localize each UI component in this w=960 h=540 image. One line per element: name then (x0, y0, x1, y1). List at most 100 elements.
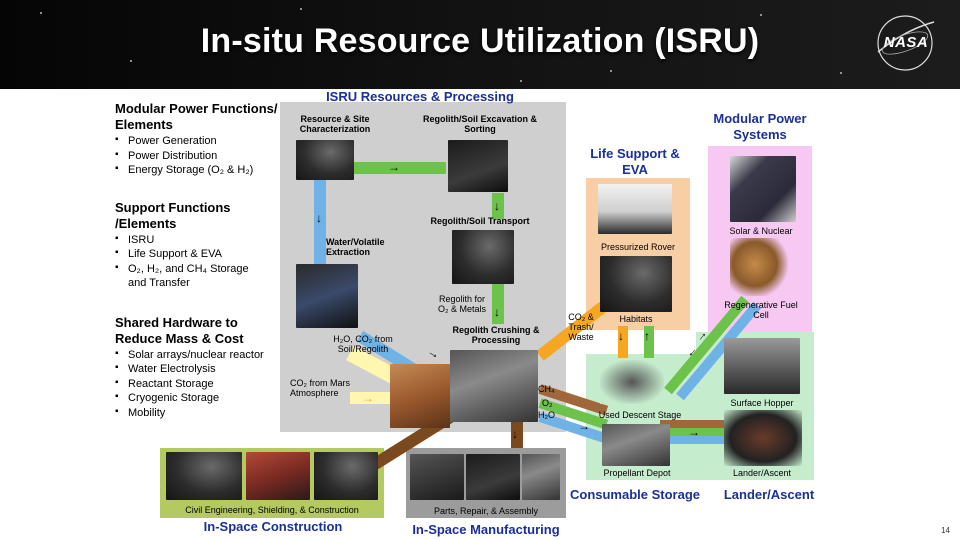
left-panel: Modular Power Functions/ Elements Power … (115, 101, 285, 420)
nasa-logo: NASA (872, 12, 938, 74)
list-item-continued: and Transfer (128, 277, 190, 289)
resource-site-image (296, 140, 354, 180)
arrow-down-icon: ↓ (618, 329, 624, 343)
solar-nuclear-label: Solar & Nuclear (729, 226, 793, 236)
list-item: Power Generation (115, 133, 285, 149)
flow-bar-blue (314, 180, 326, 264)
co2-mars-label: CO₂ from Mars Atmosphere (290, 378, 350, 398)
page-title: In-situ Resource Utilization (ISRU) (200, 22, 760, 60)
lander-ascent-image (724, 410, 802, 466)
flow-bar-green (352, 162, 446, 174)
solar-array-image (730, 156, 796, 222)
crushing-label: Regolith Crushing & Processing (452, 325, 540, 345)
star (760, 14, 762, 16)
star (520, 80, 522, 82)
list-item: ISRU (115, 232, 285, 248)
pressurized-rover-image (598, 184, 672, 234)
manufacturing-image-1 (410, 454, 464, 500)
water-extraction-label: Water/Volatile Extraction (326, 237, 385, 257)
mars-atmosphere-image (390, 364, 450, 428)
page-number: 14 (941, 526, 950, 535)
transport-image (452, 230, 514, 284)
descent-stage-label: Used Descent Stage (598, 410, 682, 420)
construction-caption: Civil Engineering, Shielding, & Construc… (185, 505, 359, 515)
support-heading: Support Functions /Elements (115, 199, 231, 231)
power-systems-heading: Modular Power Systems (713, 111, 807, 142)
construction-image-1 (166, 452, 242, 500)
star (130, 60, 132, 62)
arrow-down-icon: ↓ (494, 199, 500, 213)
flow-bar-green (492, 284, 504, 324)
habitats-image (600, 256, 672, 312)
habitats-label: Habitats (619, 314, 653, 324)
nasa-logo-text: NASA (883, 34, 929, 51)
list-item: Water Electrolysis (115, 361, 285, 377)
list-item: Cryogenic Storage (115, 390, 285, 406)
excavation-image (448, 140, 508, 192)
flow-bar-yellow (350, 392, 390, 404)
shared-list: Solar arrays/nuclear reactor Water Elect… (115, 347, 285, 421)
power-heading: Modular Power Functions/ Elements (115, 101, 278, 132)
flow-bar-brown (511, 420, 523, 448)
surface-hopper-image (724, 338, 800, 394)
descent-stage-image (600, 360, 664, 404)
star (840, 72, 842, 74)
construction-image-2 (246, 452, 310, 500)
flow-bar-green (644, 326, 654, 358)
arrow-right-icon: → (362, 391, 374, 405)
nasa-meatball-icon (877, 15, 935, 71)
list-item: O₂, H₂, and CH₄ Storage (115, 261, 285, 277)
arrow-right-icon: → (578, 419, 590, 433)
fuel-cell-image (730, 238, 792, 296)
h2o-co2-label: H₂O, CO₂ from Soil/Regolith (333, 334, 393, 354)
support-list: ISRU Life Support & EVA O₂, H₂, and CH₄ … (115, 232, 285, 291)
list-item: Life Support & EVA (115, 246, 285, 262)
transport-label: Regolith/Soil Transport (430, 216, 530, 226)
header-banner (0, 0, 960, 89)
lander-heading: Lander/Ascent (723, 487, 815, 502)
flow-bar-orange (618, 326, 628, 358)
crushing-image (450, 350, 538, 422)
surface-hopper-label: Surface Hopper (730, 398, 794, 408)
arrow-down-icon: ↓ (316, 211, 322, 225)
manufacturing-heading: In-Space Manufacturing (412, 522, 560, 537)
arrow-right-icon: → (388, 160, 400, 174)
propellant-depot-image (602, 424, 670, 466)
arrow-right-icon: → (688, 425, 700, 439)
arrow-down-icon: ↓ (494, 305, 500, 319)
list-item: Solar arrays/nuclear reactor (115, 347, 285, 363)
manufacturing-caption: Parts, Repair, & Assembly (433, 506, 539, 516)
life-support-heading: Life Support & EVA (590, 146, 680, 177)
isru-heading: ISRU Resources & Processing (326, 89, 514, 104)
flow-bar-brown (660, 420, 726, 428)
fuel-cell-label: Regenerative Fuel Cell (724, 300, 798, 320)
construction-image-3 (314, 452, 378, 500)
excavation-label: Regolith/Soil Excavation & Sorting (422, 114, 538, 134)
manufacturing-image-3 (522, 454, 560, 500)
list-item: Mobility (115, 405, 285, 421)
power-list: Power Generation Power Distribution Ener… (115, 133, 285, 178)
shared-heading: Shared Hardware to Reduce Mass & Cost (115, 314, 244, 346)
resource-site-label: Resource & Site Characterization (299, 114, 371, 134)
list-item: Reactant Storage (115, 376, 285, 392)
propellant-depot-label: Propellant Depot (603, 468, 671, 478)
list-item: Energy Storage (O₂ & H₂) (115, 162, 285, 178)
lander-ascent-label: Lander/Ascent (732, 468, 792, 478)
list-item: Power Distribution (115, 148, 285, 164)
flow-bar-blue (660, 436, 726, 444)
pressurized-rover-label: Pressurized Rover (600, 242, 676, 252)
arrow-down-icon: ↓ (512, 427, 518, 441)
construction-heading: In-Space Construction (203, 519, 343, 534)
ch4-label: CH₄ (538, 384, 555, 394)
flow-bar-green (660, 428, 726, 436)
flow-bar-green (492, 193, 504, 219)
arrow-up-icon: ↑ (644, 329, 650, 343)
consumable-heading: Consumable Storage (569, 487, 701, 502)
regolith-for-label: Regolith for O₂ & Metals (437, 294, 486, 314)
star (40, 12, 42, 14)
star (610, 70, 612, 72)
co2-trash-label: CO₂ & Trash/ Waste (568, 312, 594, 342)
manufacturing-image-2 (466, 454, 520, 500)
star (300, 8, 302, 10)
h2o-label: H₂O (538, 410, 555, 420)
